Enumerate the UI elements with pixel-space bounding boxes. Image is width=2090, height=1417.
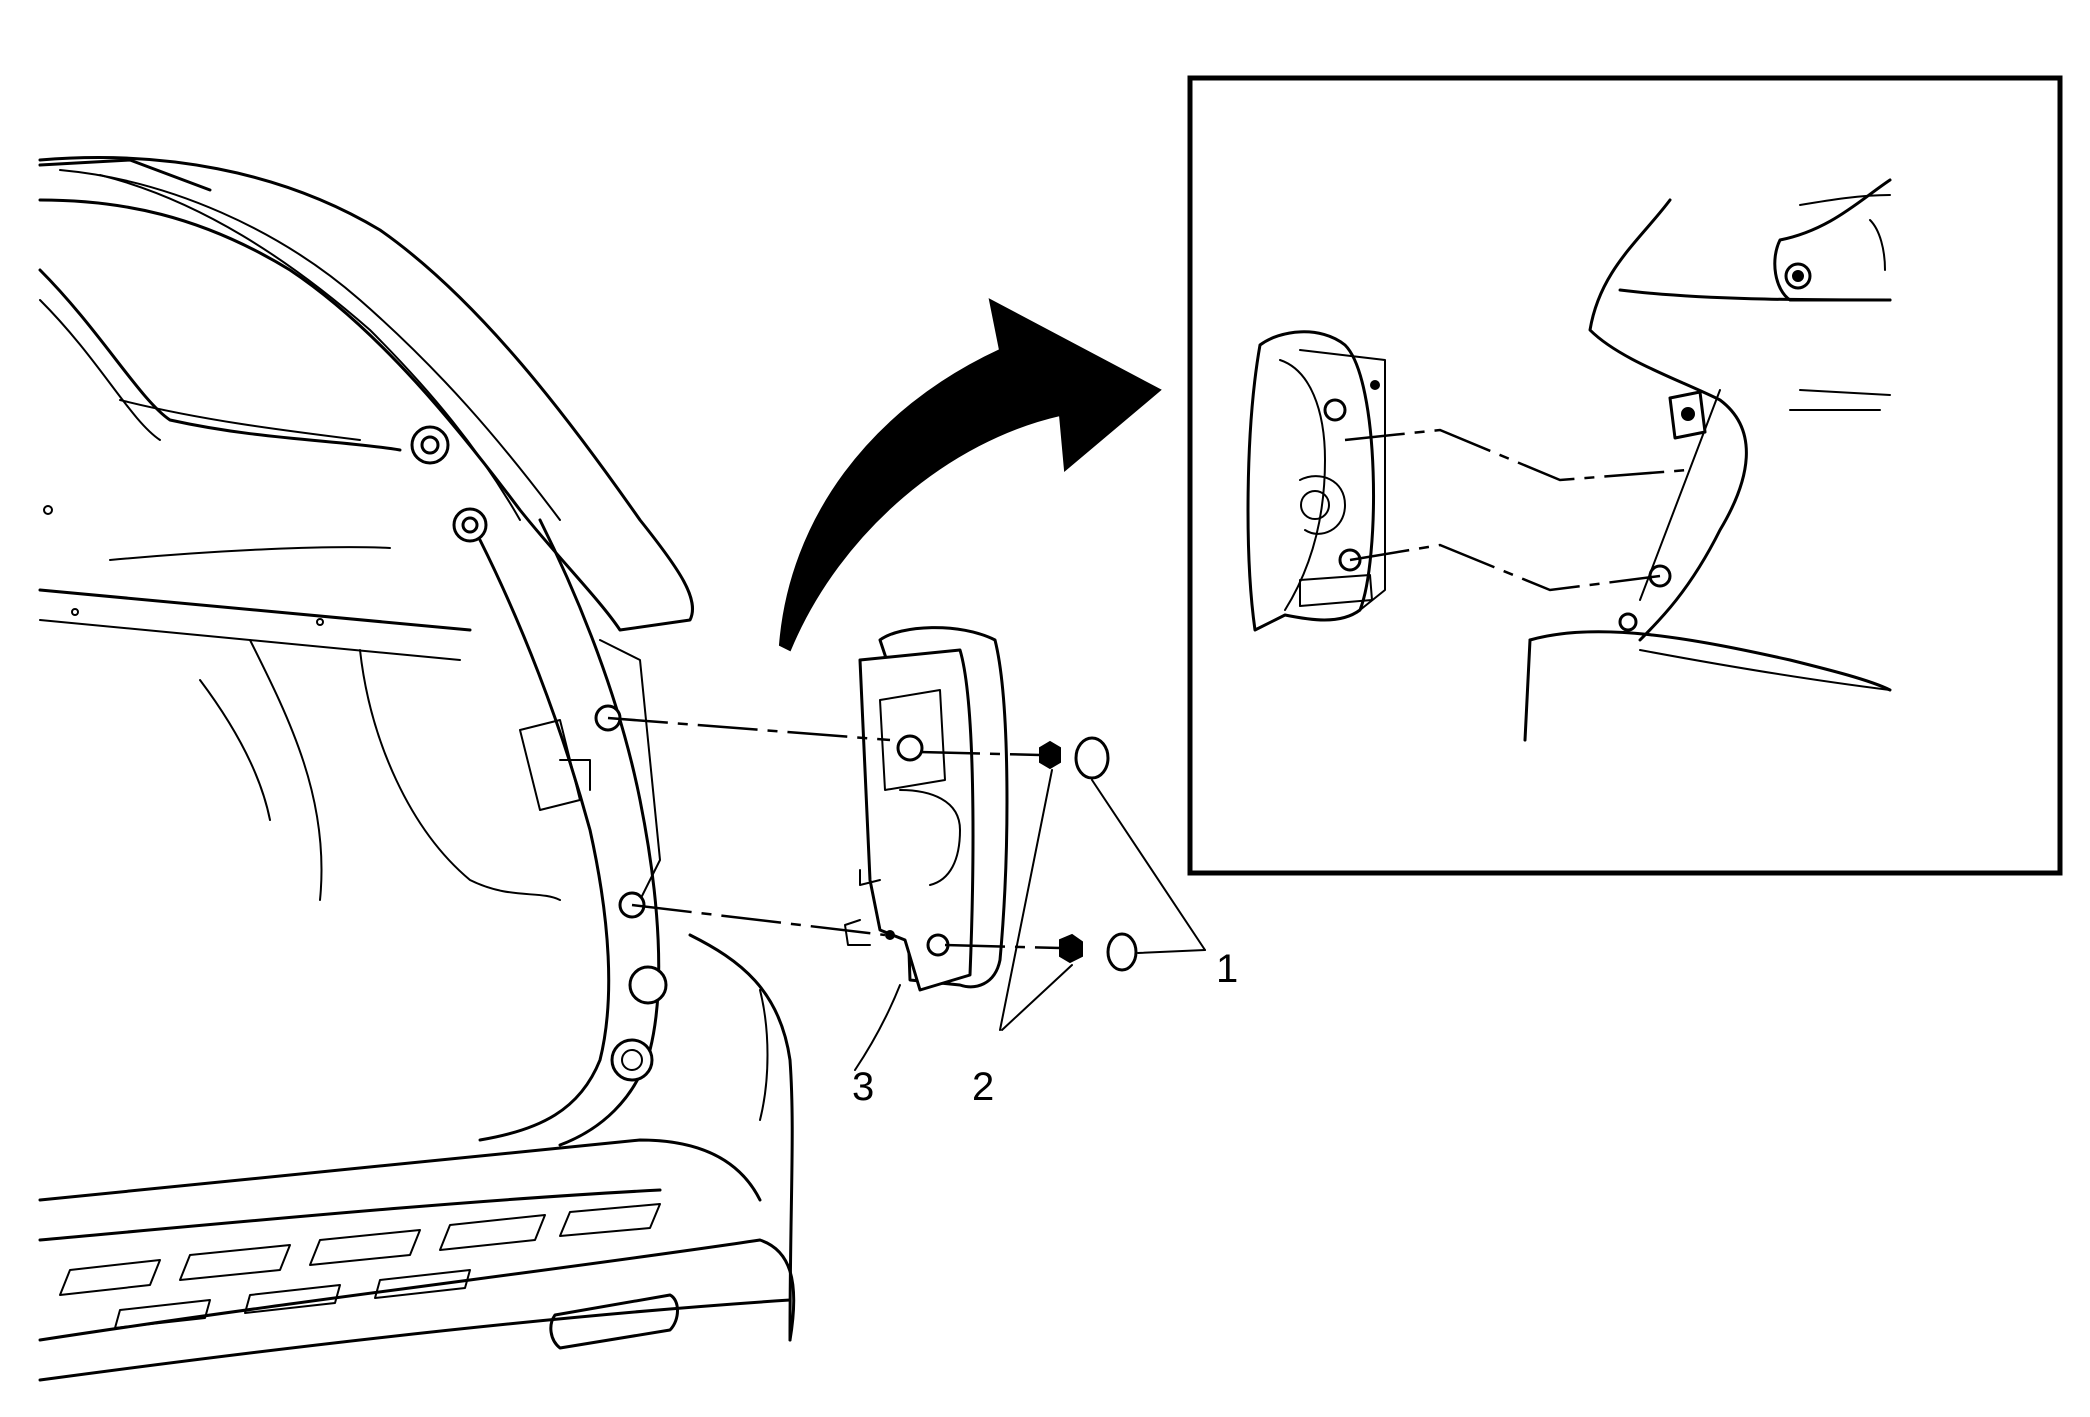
- hardware: [1039, 736, 1138, 972]
- callouts: 1 2 3: [852, 947, 1238, 1109]
- callout-3: 3: [852, 1065, 874, 1109]
- lower-seal: [1106, 932, 1138, 972]
- upper-seal: [1074, 736, 1110, 780]
- callout-1: 1: [1216, 947, 1238, 991]
- tail-lamp-assembly: [844, 626, 1009, 1071]
- upper-nut: [1039, 740, 1061, 770]
- view-direction-arrow: [778, 298, 1162, 652]
- callout-2: 2: [972, 1065, 994, 1109]
- vehicle-rear-body: [38, 156, 796, 1382]
- inset-detail-view: [1187, 75, 2063, 876]
- alignment-lines: [607, 716, 1061, 950]
- leader-lines: [999, 769, 1206, 1031]
- lower-nut: [1059, 933, 1083, 964]
